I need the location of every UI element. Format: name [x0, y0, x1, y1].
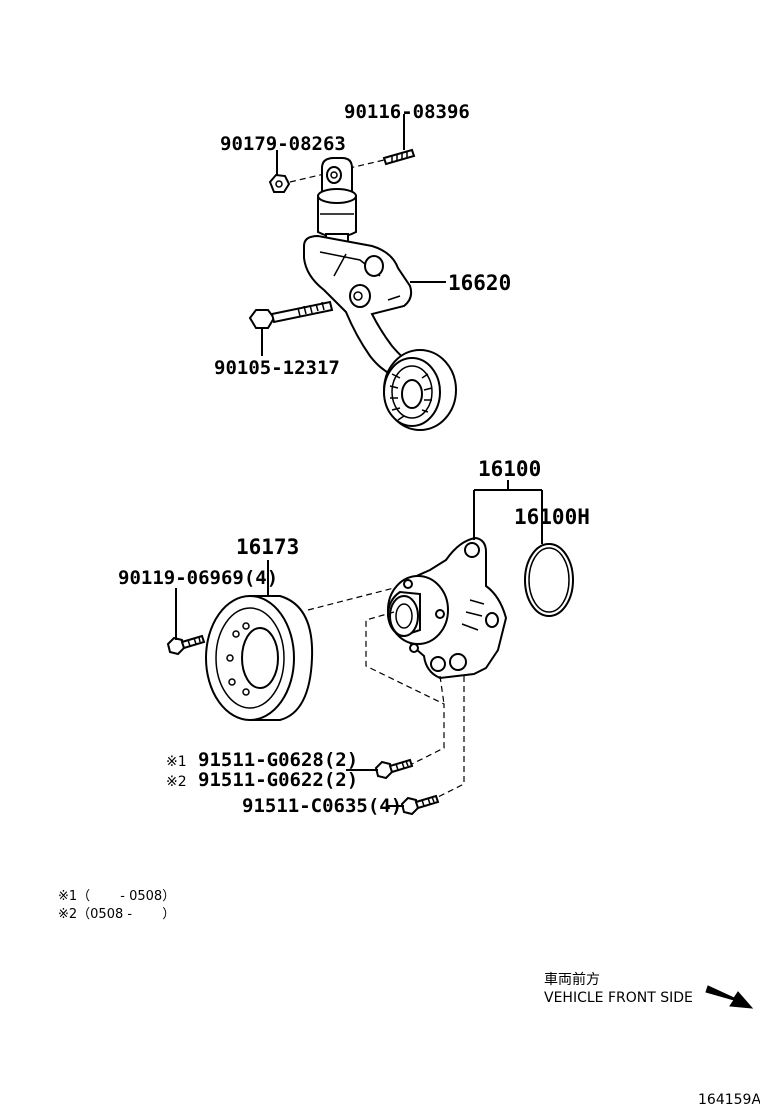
note-1: ※1（ - 0508）	[58, 889, 175, 904]
stud-bolt	[382, 148, 416, 166]
water-pump-assembly	[386, 480, 574, 680]
idler-pulley	[383, 349, 457, 431]
label-90116-08396[interactable]: 90116-08396	[344, 101, 470, 123]
tensioner-assembly	[248, 114, 457, 431]
water-pump-body	[386, 536, 508, 680]
front-arrow-icon	[705, 985, 754, 1009]
flange-bolt	[248, 300, 334, 329]
label-16100[interactable]: 16100	[478, 457, 541, 481]
label-16620[interactable]: 16620	[448, 271, 511, 295]
mounting-bolt-lower	[388, 794, 440, 816]
tensioner-bracket	[303, 234, 416, 382]
label-91511-C0635[interactable]: 91511-C0635(4)	[242, 795, 402, 817]
mounting-bolt-upper	[346, 758, 414, 780]
direction-label-jp: 車両前方	[544, 971, 600, 988]
water-pump-pulley	[205, 560, 314, 721]
label-16173[interactable]: 16173	[236, 535, 299, 559]
note-2: ※2（0508 - ）	[58, 907, 175, 922]
label-90105-12317[interactable]: 90105-12317	[214, 357, 340, 379]
figure-id: 164159A	[698, 1092, 760, 1108]
pulley-bolt	[166, 588, 206, 656]
direction-label-en: VEHICLE FRONT SIDE	[544, 990, 693, 1006]
damper	[317, 157, 357, 251]
nut	[268, 173, 291, 193]
label-16100H[interactable]: 16100H	[514, 505, 590, 529]
marker-1: ※1	[166, 754, 187, 770]
marker-2: ※2	[166, 774, 187, 790]
label-90119-06969[interactable]: 90119-06969(4)	[118, 567, 278, 589]
o-ring	[524, 543, 574, 617]
label-90179-08263[interactable]: 90179-08263	[220, 133, 346, 155]
label-91511-G0622[interactable]: 91511-G0622(2)	[198, 769, 358, 791]
label-91511-G0628[interactable]: 91511-G0628(2)	[198, 749, 358, 771]
